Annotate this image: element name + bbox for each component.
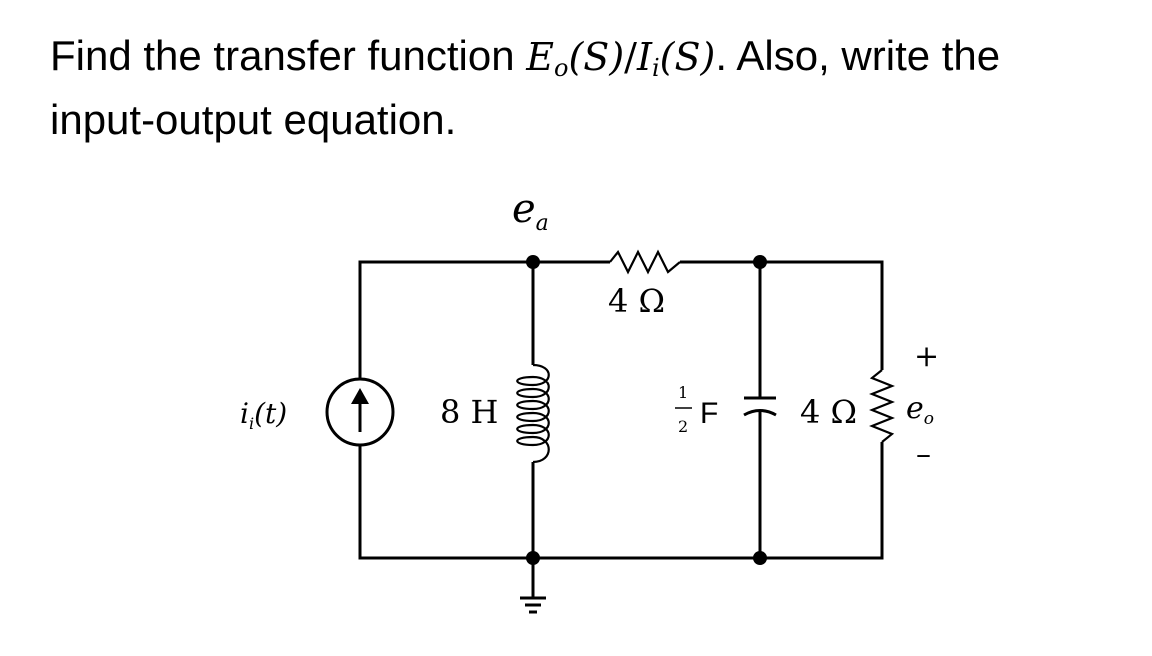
node-label-ea: ea [512,186,549,236]
top-left-wire [358,260,610,378]
bottom-wire [358,442,884,560]
top-right-wire [680,260,884,370]
series-resistor-label: 4 Ω [608,282,665,320]
inductor-label: 8 H [440,393,498,431]
question-prefix: Find the transfer function [50,32,527,79]
load-resistor-label: 4 Ω [800,393,857,431]
tf-denominator: I [636,35,652,79]
capacitor-label-denominator: 2 [678,417,688,436]
question-line-1: Find the transfer function Eo(S)/Ii(S). … [50,30,1130,94]
question-text: Find the transfer function Eo(S)/Ii(S). … [50,30,1130,146]
junction-dots [526,255,767,565]
capacitor-label-numerator: 1 [678,383,688,402]
inductor-coil-icon [516,363,550,464]
transfer-function-expression: Eo(S)/Ii(S) [526,35,716,82]
node-ea-dot [526,255,540,269]
output-minus-sign: – [916,437,931,472]
question-line-2: input-output equation. [50,96,457,143]
capacitor-label: 1 2 F [675,383,718,436]
tf-numerator: E [526,35,555,79]
junction-dot-bottom-left [526,551,540,565]
load-resistor-icon [869,369,895,443]
tf-numerator-sub: o [554,54,569,82]
output-plus-sign: + [914,339,939,374]
tf-slash: / [624,35,637,79]
series-resistor-icon [609,249,681,275]
junction-dot-top-right [753,255,767,269]
ground-icon [520,596,546,614]
tf-denominator-sub: i [651,54,660,82]
question-suffix: . Also, write the [715,32,1001,79]
capacitor-label-unit: F [700,397,718,430]
source-label: ii(t) [240,397,287,433]
output-label-eo: eo [906,391,934,429]
current-source-icon [325,377,395,447]
tf-numerator-arg: (S) [568,35,625,79]
tf-denominator-arg: (S) [659,35,716,79]
capacitor-icon [743,396,777,417]
junction-dot-bottom-right [753,551,767,565]
